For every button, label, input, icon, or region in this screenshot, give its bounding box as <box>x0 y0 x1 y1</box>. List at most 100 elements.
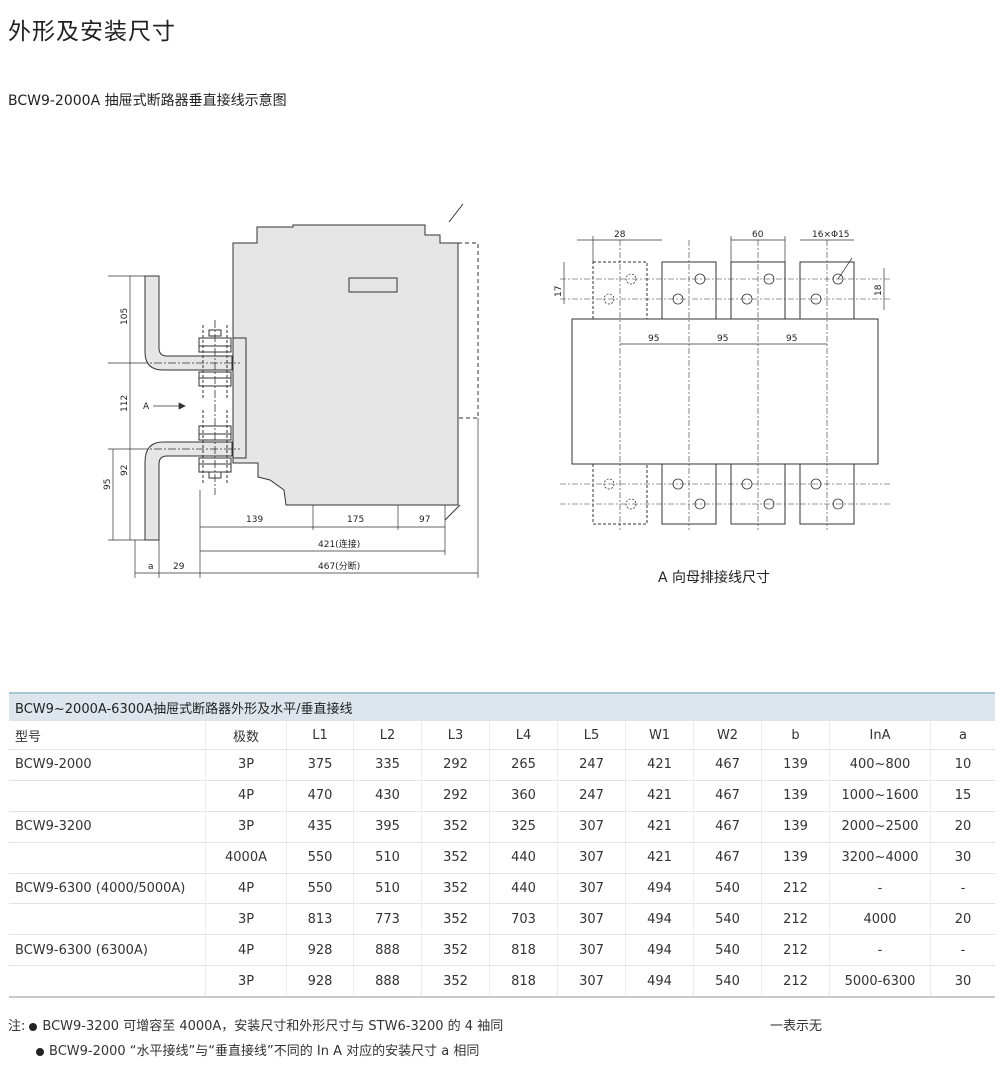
table-cell: 421 <box>625 749 694 781</box>
table-cell: 510 <box>353 841 422 874</box>
table-cell: 888 <box>353 934 422 966</box>
table-cell: 20 <box>930 810 995 843</box>
table-cell: 467 <box>693 749 762 781</box>
table-cell: 395 <box>353 810 422 843</box>
table-cell: 1000~1600 <box>829 779 931 812</box>
header-l2: L2 <box>353 720 422 750</box>
breaker-side-view <box>140 203 479 541</box>
a-view-body <box>571 318 879 465</box>
table-cell <box>9 965 206 999</box>
table-cell: 292 <box>421 749 490 781</box>
table-cell: 212 <box>761 872 830 904</box>
bullet-icon <box>36 1047 44 1056</box>
note-1: BCW9-3200 可增容至 4000A，安装尺寸和外形尺寸与 STW6-320… <box>42 1019 504 1034</box>
dim-29: 29 <box>173 562 185 572</box>
table-header-row: 型号 极数 L1 L2 L3 L4 L5 W1 W2 b InA a <box>9 720 995 750</box>
table-cell: 421 <box>625 810 694 843</box>
table-cell: 494 <box>625 965 694 999</box>
table-cell: 773 <box>353 903 422 935</box>
table-cell: 20 <box>930 903 995 935</box>
arrow-a-label: A <box>143 402 150 412</box>
dim-60: 60 <box>752 230 764 240</box>
table-cell: BCW9-6300 (6300A) <box>9 934 206 966</box>
cover-plate <box>232 337 247 459</box>
table-cell: - <box>930 872 995 904</box>
horizontal-dimensions <box>134 418 479 578</box>
table-cell: 139 <box>761 810 830 843</box>
note-row-1: 注: BCW9-3200 可增容至 4000A，安装尺寸和外形尺寸与 STW6-… <box>8 1014 503 1039</box>
table-cell: 813 <box>286 903 354 935</box>
header-l3: L3 <box>421 720 490 750</box>
legend-note: 一表示无 <box>770 1019 823 1034</box>
table-cell: 360 <box>489 779 558 812</box>
dim-467: 467(分断) <box>318 560 360 572</box>
table-cell: BCW9-2000 <box>9 749 206 781</box>
dim-28: 28 <box>614 230 626 240</box>
technical-drawing: 105 112 92 95 A 139 175 97 421(连接) 467(分… <box>103 203 890 578</box>
table-cell: 265 <box>489 749 558 781</box>
dim-17: 17 <box>554 286 564 297</box>
header-l1: L1 <box>286 720 354 750</box>
table-cell: 307 <box>557 934 626 966</box>
dim-pitch-1: 95 <box>648 334 659 344</box>
table-cell: 4P <box>205 934 287 966</box>
header-ina: InA <box>829 720 931 750</box>
table-cell: 421 <box>625 779 694 812</box>
table-caption-row: BCW9~2000A-6300A抽屉式断路器外形及水平/垂直接线 <box>9 692 995 721</box>
header-poles: 极数 <box>205 720 287 750</box>
table-cell: 3P <box>205 903 287 935</box>
table-cell: 352 <box>421 872 490 904</box>
table-cell: 3200~4000 <box>829 841 931 874</box>
table-cell: 540 <box>693 934 762 966</box>
table-cell: 352 <box>421 841 490 874</box>
table-cell <box>9 841 206 874</box>
dim-175: 175 <box>347 515 364 525</box>
table-cell: 540 <box>693 965 762 999</box>
a-view-caption: A 向母排接线尺寸 <box>658 570 771 586</box>
leader-line <box>444 504 461 521</box>
table-cell: 212 <box>761 934 830 966</box>
table-cell: 470 <box>286 779 354 812</box>
spec-table: BCW9~2000A-6300A抽屉式断路器外形及水平/垂直接线 型号 极数 L… <box>9 692 995 999</box>
table-cell: 3P <box>205 749 287 781</box>
table-cell: 375 <box>286 749 354 781</box>
table-cell: 440 <box>489 841 558 874</box>
table-cell: 212 <box>761 903 830 935</box>
dim-105: 105 <box>120 308 130 325</box>
table-cell: - <box>930 934 995 966</box>
table-cell: 139 <box>761 749 830 781</box>
table-cell: 3P <box>205 965 287 999</box>
table-cell: 818 <box>489 965 558 999</box>
table-cell <box>9 779 206 812</box>
table-cell: 352 <box>421 810 490 843</box>
table-cell: 247 <box>557 779 626 812</box>
dim-pitch-3: 95 <box>786 334 797 344</box>
table-cell: 494 <box>625 872 694 904</box>
table-cell: 540 <box>693 903 762 935</box>
breaker-body <box>232 224 459 506</box>
table-cell: 307 <box>557 810 626 843</box>
table-cell: BCW9-6300 (4000/5000A) <box>9 872 206 904</box>
table-cell: 335 <box>353 749 422 781</box>
header-w1: W1 <box>625 720 694 750</box>
table-cell: 703 <box>489 903 558 935</box>
header-model: 型号 <box>9 720 206 750</box>
table-cell: 247 <box>557 749 626 781</box>
dim-95: 95 <box>103 479 113 490</box>
nameplate-slot <box>348 277 398 293</box>
table-cell <box>9 903 206 935</box>
header-b: b <box>761 720 830 750</box>
dim-holes: 16×Φ15 <box>812 230 850 240</box>
table-cell: 400~800 <box>829 749 931 781</box>
table-cell: 5000-6300 <box>829 965 931 999</box>
table-cell: 550 <box>286 872 354 904</box>
dim-92: 92 <box>120 465 130 476</box>
table-cell: 4P <box>205 779 287 812</box>
